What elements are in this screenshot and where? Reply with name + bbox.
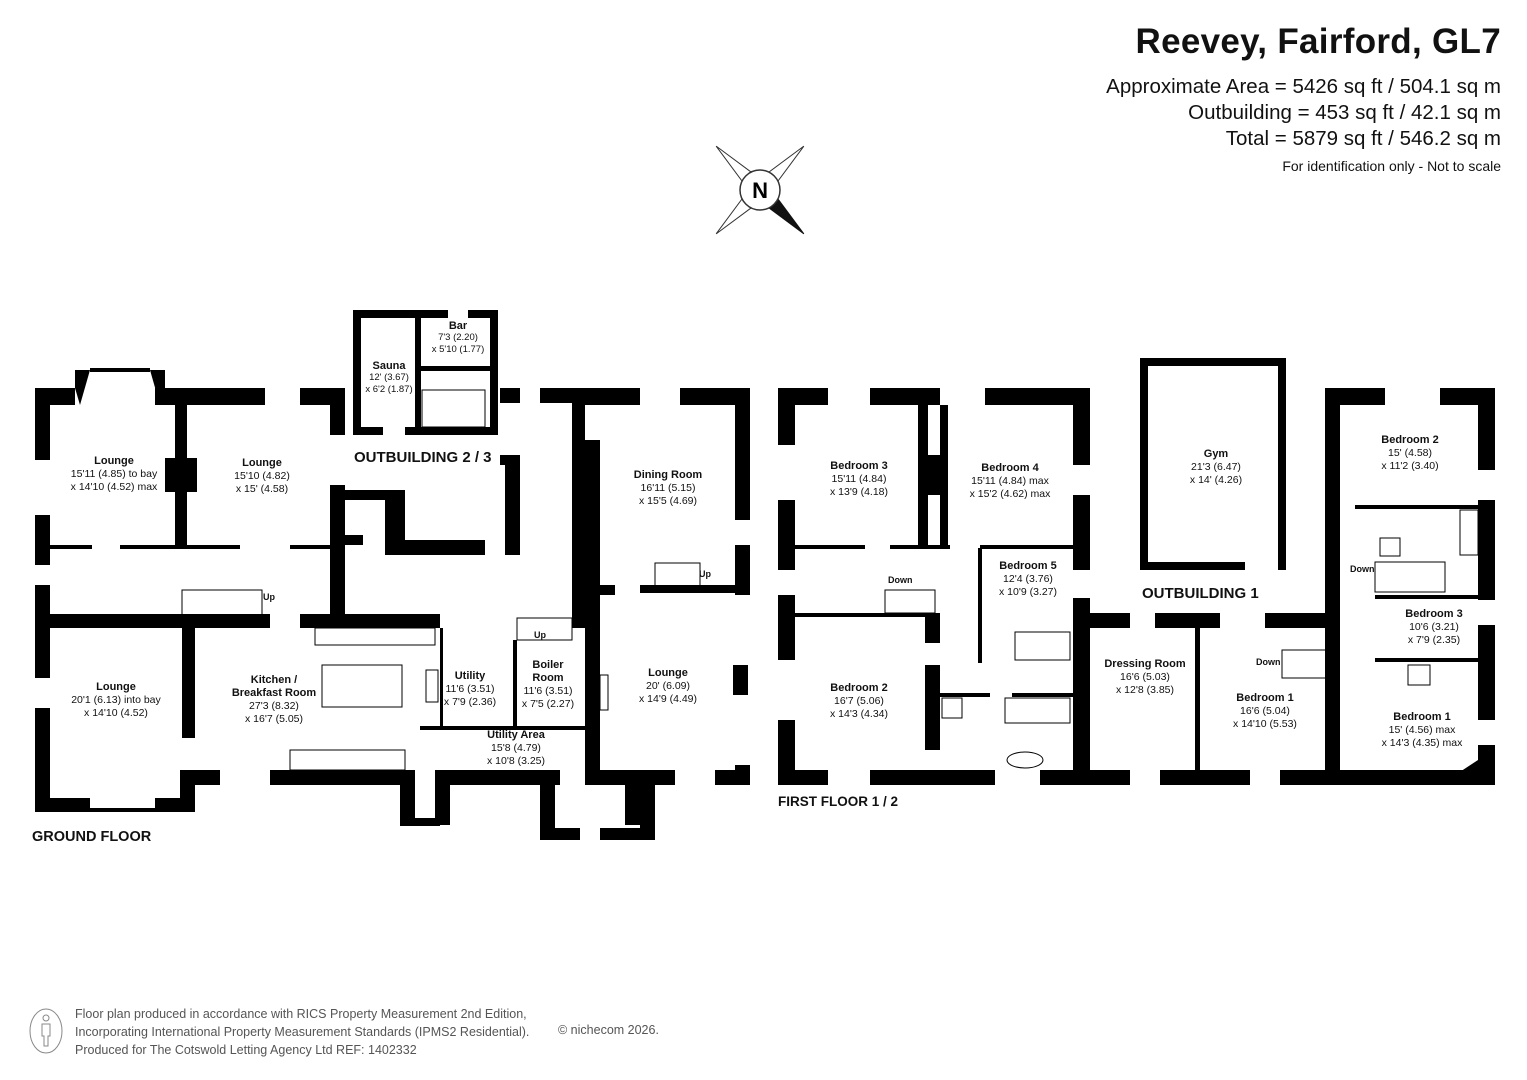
stairs-down-label: Down — [888, 575, 913, 585]
approximate-area: Approximate Area = 5426 sq ft / 504.1 sq… — [1106, 75, 1501, 98]
total-area: Total = 5879 sq ft / 546.2 sq m — [1225, 127, 1501, 150]
stairs-up-label: Up — [699, 569, 711, 579]
outbuilding-2-3-label: OUTBUILDING 2 / 3 — [354, 449, 492, 466]
compass-north-label: N — [752, 178, 768, 203]
compass-icon: N — [715, 145, 805, 235]
person-icon — [29, 1008, 63, 1054]
copyright: © nichecom 2026. — [558, 1023, 659, 1037]
outbuilding-area: Outbuilding = 453 sq ft / 42.1 sq m — [1188, 101, 1501, 124]
outbuilding-1-label: OUTBUILDING 1 — [1142, 585, 1259, 602]
scale-note: For identification only - Not to scale — [1282, 158, 1501, 174]
ground-floor-label: GROUND FLOOR — [32, 829, 152, 845]
footer-line: Floor plan produced in accordance with R… — [75, 1007, 527, 1021]
stairs-down-label: Down — [1256, 657, 1281, 667]
first-floor-label: FIRST FLOOR 1 / 2 — [778, 794, 899, 809]
stairs-up-label: Up — [263, 592, 275, 602]
ground-floor-fixtures — [181, 389, 701, 771]
property-title: Reevey, Fairford, GL7 — [1135, 22, 1501, 61]
stairs-down-label: Down — [1350, 564, 1375, 574]
ground-floor-walls — [35, 310, 750, 840]
footer-disclaimer: Floor plan produced in accordance with R… — [75, 1005, 529, 1059]
area-summary: Approximate Area = 5426 sq ft / 504.1 sq… — [1106, 74, 1501, 152]
footer-line: Incorporating International Property Mea… — [75, 1025, 530, 1039]
first-floor-walls — [778, 358, 1495, 785]
footer-line: Produced for The Cotswold Letting Agency… — [75, 1043, 417, 1057]
stairs-up-label: Up — [534, 630, 546, 640]
first-floor-fixtures — [884, 509, 1479, 769]
